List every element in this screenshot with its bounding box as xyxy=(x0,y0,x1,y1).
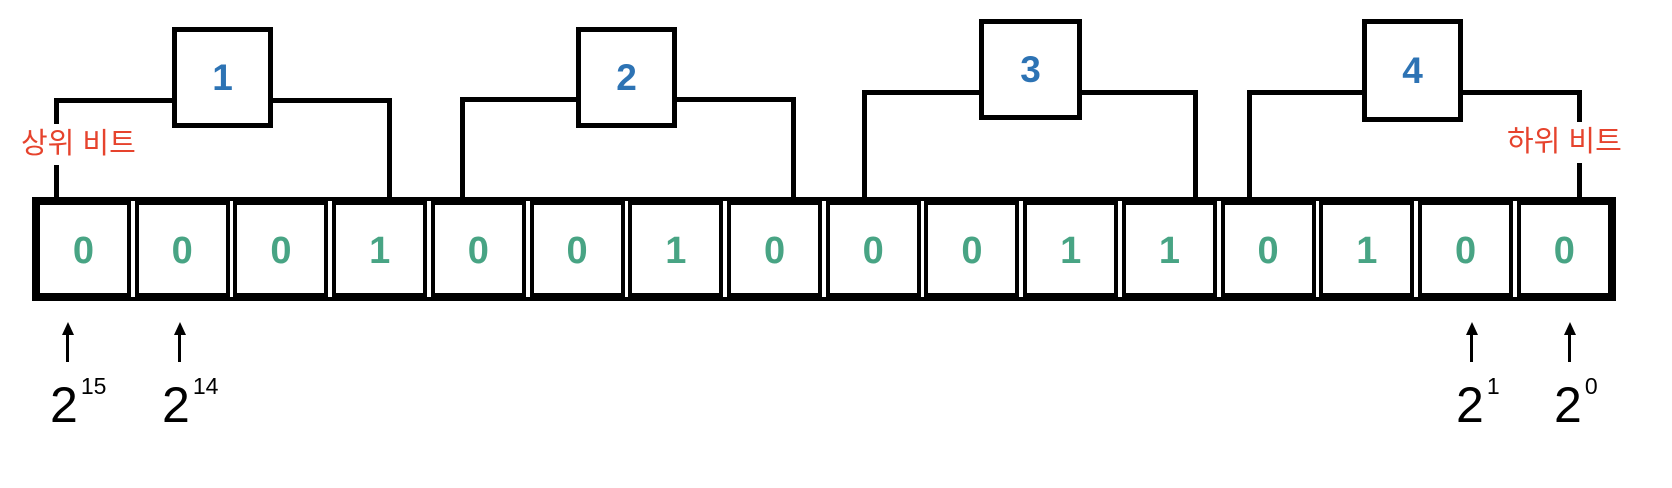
bit-value-10: 0 xyxy=(566,230,588,272)
lsb-label: 하위 비트 xyxy=(1498,122,1631,163)
bit-value-15: 0 xyxy=(72,230,95,272)
bit-cell-13: 0 xyxy=(233,201,329,297)
power-exponent: 1 xyxy=(1486,373,1500,399)
bit-cell-3: 0 xyxy=(1220,201,1316,297)
bit-cell-12: 1 xyxy=(332,201,428,297)
nibble-number-box-1: 1 xyxy=(172,27,273,128)
nibble-number-3: 3 xyxy=(1020,48,1041,90)
msb-label: 상위 비트 xyxy=(12,124,145,165)
bit-cell-1: 0 xyxy=(1418,201,1514,297)
bit-cell-15: 0 xyxy=(36,201,131,297)
power-exponent: 0 xyxy=(1584,373,1598,399)
nibble-number-2: 2 xyxy=(616,56,637,98)
bit-cell-10: 0 xyxy=(529,201,625,297)
bit-value-4: 1 xyxy=(1158,230,1180,272)
bit-value-2: 1 xyxy=(1356,230,1378,272)
bit-value-3: 0 xyxy=(1257,230,1279,272)
bit-cell-0: 0 xyxy=(1516,201,1612,297)
bit-cell-9: 1 xyxy=(628,201,724,297)
bit-cell-8: 0 xyxy=(727,201,823,297)
power-base: 2 xyxy=(162,377,190,433)
bit-value-5: 1 xyxy=(1060,230,1082,272)
nibble-number-1: 1 xyxy=(212,56,233,98)
bit-cell-2: 1 xyxy=(1319,201,1415,297)
power-base: 2 xyxy=(50,377,78,433)
nibble-number-box-3: 3 xyxy=(979,19,1082,120)
bit-cell-5: 1 xyxy=(1023,201,1119,297)
bit-value-1: 0 xyxy=(1454,230,1477,272)
nibble-number-box-2: 2 xyxy=(576,27,677,128)
bit-row: 0 0 0 1 0 0 1 0 0 0 1 1 0 1 0 0 xyxy=(32,197,1616,301)
up-arrow-icon-bit14 xyxy=(173,322,186,362)
bit-cell-11: 0 xyxy=(430,201,526,297)
bit-value-7: 0 xyxy=(862,230,884,272)
bit-value-14: 0 xyxy=(171,230,193,272)
power-exponent: 14 xyxy=(192,373,219,399)
bit-value-6: 0 xyxy=(961,230,983,272)
bit-value-13: 0 xyxy=(270,230,292,272)
up-arrow-icon-bit1 xyxy=(1465,322,1478,362)
bit-value-12: 1 xyxy=(369,230,391,272)
bit-cell-14: 0 xyxy=(134,201,230,297)
up-arrow-icon-bit0 xyxy=(1563,322,1576,362)
power-base: 2 xyxy=(1456,377,1484,433)
bit-cell-7: 0 xyxy=(825,201,921,297)
nibble-number-box-4: 4 xyxy=(1362,19,1463,122)
power-exponent: 15 xyxy=(80,373,107,399)
bit-value-0: 0 xyxy=(1553,230,1575,272)
bit-cell-4: 1 xyxy=(1121,201,1217,297)
up-arrow-icon-bit15 xyxy=(61,322,74,362)
bit-value-8: 0 xyxy=(763,230,786,272)
bit-cell-6: 0 xyxy=(924,201,1020,297)
nibble-number-4: 4 xyxy=(1402,49,1423,91)
power-base: 2 xyxy=(1554,377,1582,433)
bit-value-11: 0 xyxy=(467,230,489,272)
bit-value-9: 1 xyxy=(665,230,687,272)
